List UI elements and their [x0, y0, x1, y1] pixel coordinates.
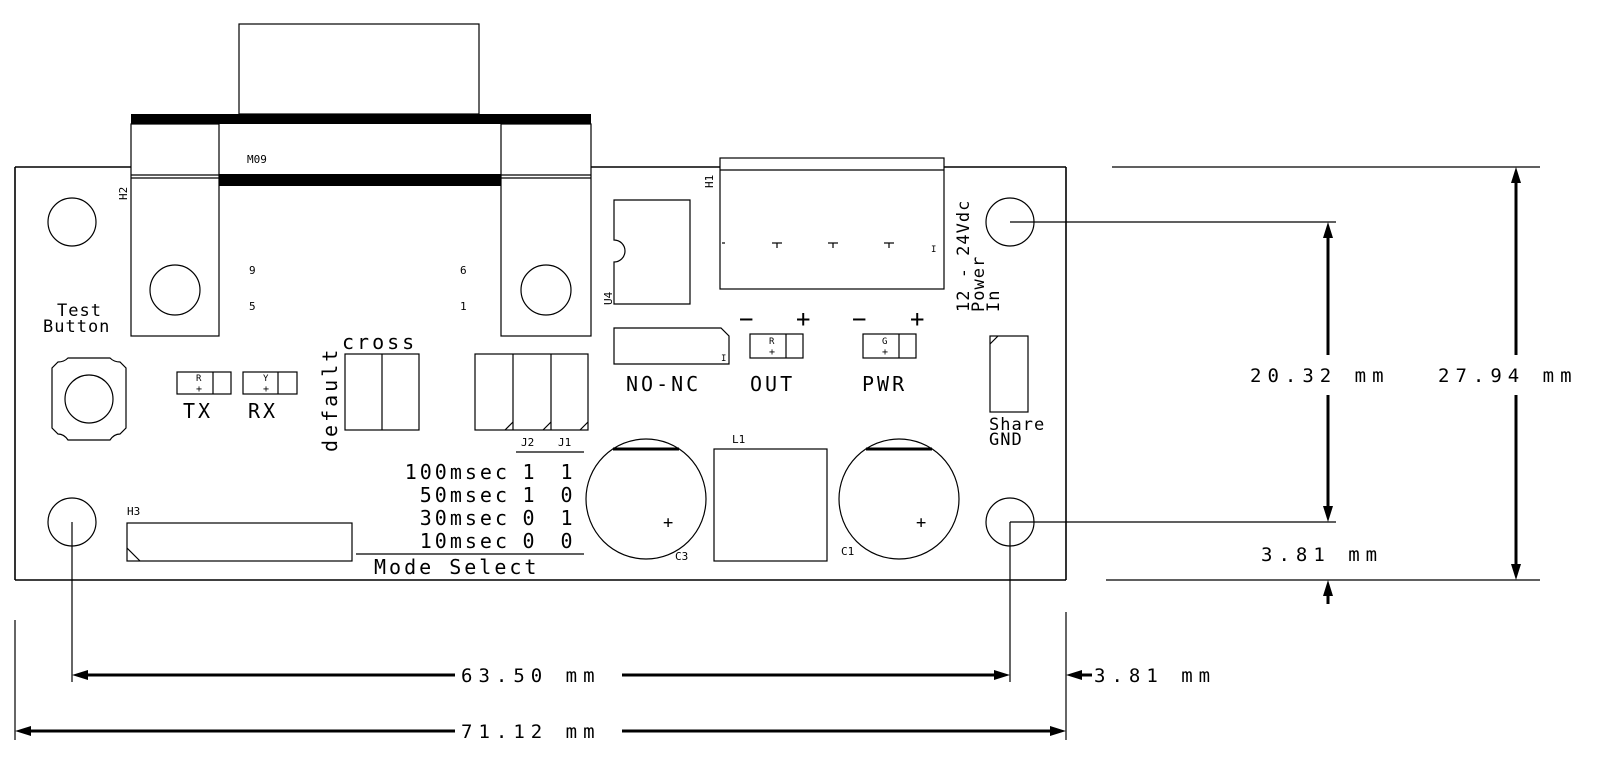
m09-label: M09: [247, 153, 267, 166]
db9-connector: [130, 23, 592, 337]
mode-row-j2: 1: [522, 460, 537, 484]
c3-capacitor: [585, 438, 707, 560]
vertical-dimensions: [1010, 166, 1540, 604]
power-in-line3: In: [984, 290, 1004, 312]
out-led-color: R: [769, 337, 775, 347]
rx-label: RX: [248, 399, 278, 423]
pin-9-label: 9: [249, 264, 256, 277]
rx-led-color: Y: [263, 374, 269, 384]
h3-header: [126, 522, 353, 562]
power-in-line2: Power: [969, 256, 989, 312]
out-led: [749, 333, 804, 359]
tx-led-color: R: [196, 374, 202, 384]
mode-row-label: 10msec: [420, 529, 510, 553]
c3-plus: +: [663, 513, 674, 533]
mode-row-j1: 1: [560, 460, 575, 484]
mode-row-j2: 0: [522, 529, 537, 553]
out-led-plus: +: [769, 347, 775, 358]
pin-1-label: 1: [460, 300, 467, 313]
pin-6-label: 6: [460, 264, 467, 277]
mode-row-label: 50msec: [420, 483, 510, 507]
h1-label: H1: [703, 175, 716, 188]
test-button-footprint: [51, 357, 127, 441]
cross-label: cross: [342, 330, 417, 354]
mode-row-j1: 1: [560, 506, 575, 530]
mode-row-label: 30msec: [420, 506, 510, 530]
mode-row-j2: 1: [522, 483, 537, 507]
share-gnd-line1: Share: [989, 415, 1045, 435]
default-label: default: [318, 347, 342, 452]
l1-inductor: [713, 448, 828, 562]
pwr-led-plus: +: [882, 347, 888, 358]
mode-select-title: Mode Select: [374, 555, 539, 579]
horizontal-dimensions: [14, 522, 1092, 740]
dim-height-total: 27.94 mm: [1438, 365, 1578, 387]
j2-label: J2: [521, 436, 534, 449]
mode-row-j1: 0: [560, 529, 575, 553]
u4-label: U4: [602, 291, 615, 305]
rx-led: [242, 371, 298, 395]
dim-height-holes: 20.32 mm: [1250, 365, 1390, 387]
c3-label: C3: [675, 550, 688, 563]
power-in-voltage: 12 - 24Vdc: [954, 200, 974, 312]
h1-terminal: [719, 157, 945, 290]
j1-label: J1: [558, 436, 571, 449]
dim-width-holes: 63.50 mm: [461, 665, 601, 687]
mode-row-j1: 0: [560, 483, 575, 507]
mode-row-j2: 0: [522, 506, 537, 530]
share-gnd-jumper: [989, 335, 1029, 413]
out-minus: −: [739, 305, 753, 333]
test-button-label-line1: Test: [57, 301, 102, 321]
out-plus: +: [796, 305, 810, 333]
h1-pin1-marker: I: [931, 245, 936, 255]
dim-bottom-offset: 3.81 mm: [1261, 544, 1383, 566]
h3-label: H3: [127, 505, 140, 518]
pin-5-label: 5: [249, 300, 256, 313]
dim-right-offset: 3.81 mm: [1094, 665, 1216, 687]
share-gnd-line2: GND: [989, 430, 1023, 450]
pwr-minus: −: [852, 305, 866, 333]
out-label: OUT: [750, 372, 795, 396]
no-nc-label: NO-NC: [626, 372, 701, 396]
u4-ic: [613, 199, 691, 305]
mounting-hole-top-left: [47, 197, 97, 247]
l1-label: L1: [732, 433, 745, 446]
c1-label: C1: [841, 545, 854, 558]
mode-jumpers: [474, 353, 589, 431]
c1-capacitor: [838, 438, 960, 560]
tx-led: [176, 371, 232, 395]
board-outline: [14, 166, 1067, 581]
dim-width-total: 71.12 mm: [461, 721, 601, 743]
c1-plus: +: [916, 513, 927, 533]
mode-row-label: 100msec: [405, 460, 510, 484]
h2-label: H2: [117, 187, 130, 200]
test-button-label-line2: Button: [43, 317, 110, 337]
no-nc-pin1-marker: I: [721, 354, 726, 364]
test-button-circle: [64, 374, 114, 424]
tx-led-plus: +: [196, 384, 202, 395]
pwr-led-color: G: [882, 337, 887, 347]
no-nc-jumper: [613, 327, 730, 365]
rx-led-plus: +: [263, 384, 269, 395]
tx-label: TX: [183, 399, 213, 423]
pwr-label: PWR: [862, 372, 907, 396]
mode-table: 100msec 1 1 50msec 1 0 30msec 0 1 10msec…: [356, 460, 584, 579]
pwr-led: [862, 333, 917, 359]
pwr-plus: +: [910, 305, 924, 333]
